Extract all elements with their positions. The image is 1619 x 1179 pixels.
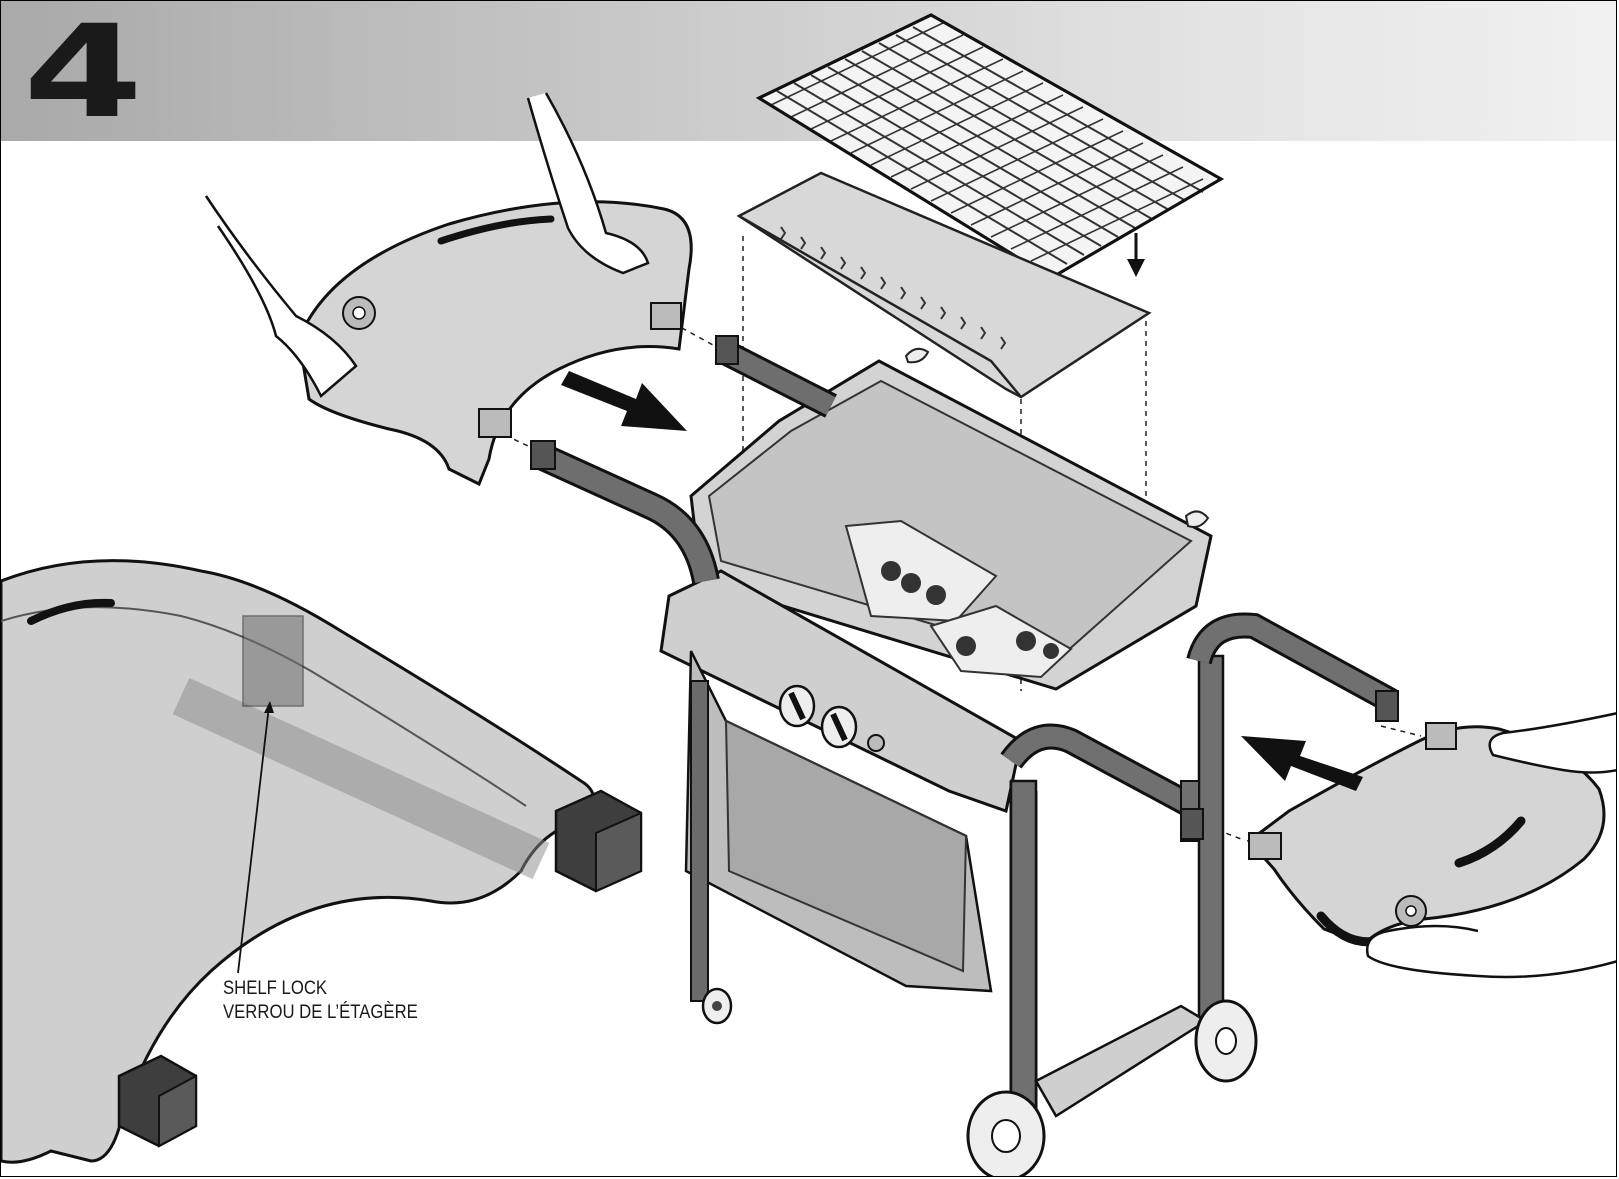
arrow-left-up-icon (1241, 736, 1363, 791)
control-panel (659, 569, 1023, 813)
shelf-lock-callout: SHELF LOCK VERROU DE L’ÉTAGÈRE (223, 977, 418, 1025)
heat-deflector (736, 171, 1152, 399)
callout-label-en: SHELF LOCK (223, 978, 328, 999)
shelf-lock-detail (1, 559, 643, 1164)
left-shelf-tubes (530, 335, 837, 584)
arrow-right-down-icon (561, 371, 687, 431)
right-side-shelf (1246, 712, 1616, 979)
square-tube-end-icon (117, 1054, 198, 1148)
square-tube-end-icon (554, 789, 643, 893)
down-arrow-icon (1127, 233, 1145, 277)
step-number: 4 (23, 0, 143, 147)
cookbox (689, 347, 1213, 691)
cooking-grate (755, 13, 1225, 280)
right-shelf-tubes (1180, 690, 1399, 840)
left-side-shelf (204, 92, 693, 487)
callout-label-fr: VERROU DE L’ÉTAGÈRE (223, 1002, 418, 1023)
cart-frame (684, 612, 1398, 1176)
